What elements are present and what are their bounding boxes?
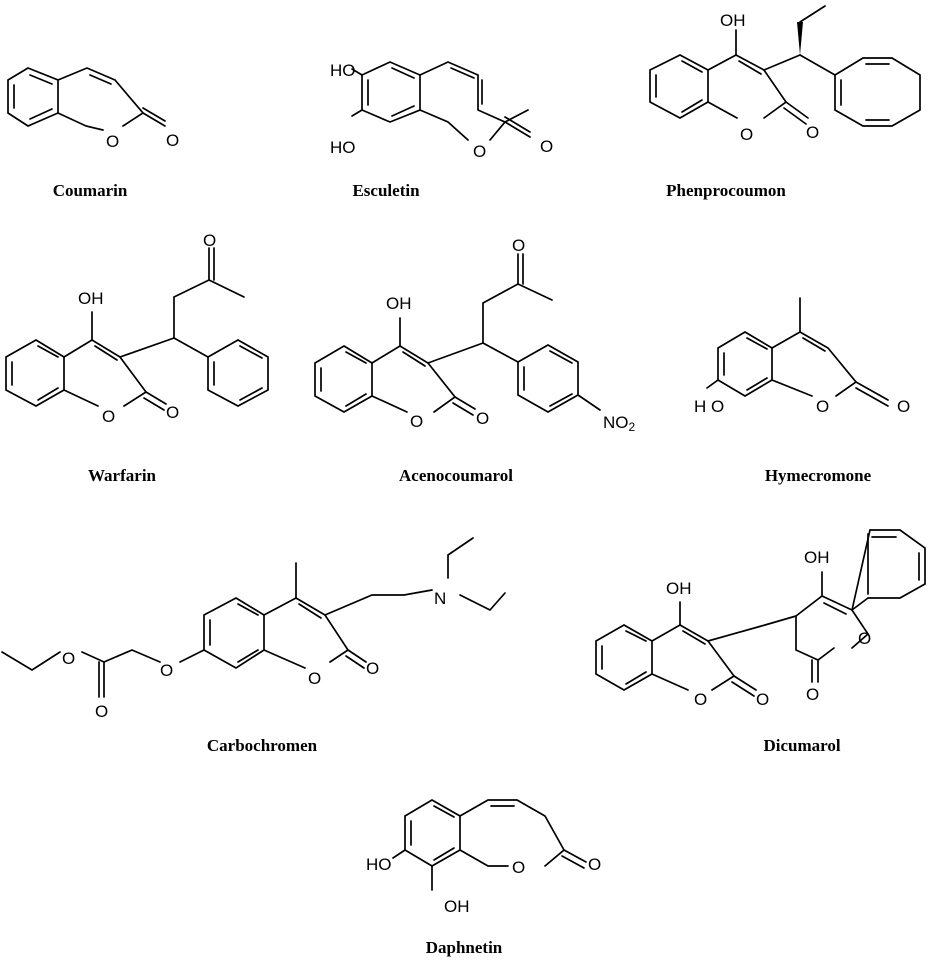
ring-oxygen-label: O — [512, 858, 525, 877]
phenprocoumon-structure — [649, 5, 921, 127]
ring-oxygen-label-left: O — [694, 690, 707, 709]
compound-name-phenprocoumon: Phenprocoumon — [666, 181, 786, 200]
hydroxyl-label-6: HO — [330, 61, 356, 80]
ether-oxygen-label: O — [160, 661, 173, 680]
carbonyl-oxygen-label: O — [588, 855, 601, 874]
carbonyl-oxygen-label: O — [476, 409, 489, 428]
carbonyl-oxygen-label-left: O — [756, 690, 769, 709]
amine-nitrogen-label: N — [434, 589, 446, 608]
carbonyl-oxygen-label-right: O — [806, 685, 819, 704]
hydroxyl-label-7: HO — [330, 138, 356, 157]
ring-oxygen-label: O — [308, 669, 321, 688]
ring-oxygen-label: O — [410, 412, 423, 431]
hydroxyl-label: H O — [694, 397, 724, 416]
carbonyl-oxygen-label: O — [366, 659, 379, 678]
ketone-oxygen-label: O — [203, 231, 216, 250]
ester-carbonyl-oxygen-label: O — [95, 702, 108, 721]
ring-oxygen-label: O — [102, 407, 115, 426]
dicumarol-structure — [595, 529, 926, 697]
carbochromen-structure — [1, 537, 506, 698]
compound-name-acenocoumarol: Acenocoumarol — [399, 466, 513, 485]
coumarin-structure — [7, 67, 166, 131]
acenocoumarol-structure — [314, 253, 601, 416]
ring-oxygen-label: O — [473, 142, 486, 161]
carbonyl-oxygen-label: O — [897, 397, 910, 416]
ring-oxygen-label: O — [816, 397, 829, 416]
esculetin-structure — [351, 61, 531, 141]
hydroxyl-label: OH — [720, 11, 746, 30]
hymecromone-structure — [706, 297, 889, 407]
warfarin-structure — [5, 247, 269, 411]
ring-oxygen-label-right: O — [858, 629, 871, 648]
hydroxyl-label-right: OH — [804, 548, 830, 567]
hydroxyl-label: OH — [78, 289, 104, 308]
compound-name-carbochromen: Carbochromen — [207, 736, 318, 755]
compound-name-esculetin: Esculetin — [352, 181, 420, 200]
ring-oxygen-label: O — [740, 125, 753, 144]
daphnetin-structure — [392, 799, 587, 891]
compound-name-coumarin: Coumarin — [53, 181, 128, 200]
hydroxyl-label-left: OH — [666, 579, 692, 598]
hydroxyl-label: OH — [386, 294, 412, 313]
compound-name-daphnetin: Daphnetin — [426, 938, 503, 957]
compound-name-hymecromone: Hymecromone — [765, 466, 872, 485]
ketone-oxygen-label: O — [512, 236, 525, 255]
carbonyl-oxygen-label: O — [540, 137, 553, 156]
carbonyl-oxygen-label: O — [806, 123, 819, 142]
hydroxyl-label-8: OH — [444, 897, 470, 916]
hydroxyl-label-7: HO — [366, 855, 392, 874]
ester-oxygen-label: O — [62, 649, 75, 668]
nitro-group-label: NO2 — [603, 413, 636, 434]
ring-oxygen-label: O — [106, 132, 119, 151]
compound-name-dicumarol: Dicumarol — [763, 736, 840, 755]
carbonyl-oxygen-label: O — [166, 403, 179, 422]
carbonyl-oxygen-label: O — [166, 131, 179, 150]
compound-name-warfarin: Warfarin — [88, 466, 157, 485]
stereo-wedge-bond — [797, 22, 803, 55]
